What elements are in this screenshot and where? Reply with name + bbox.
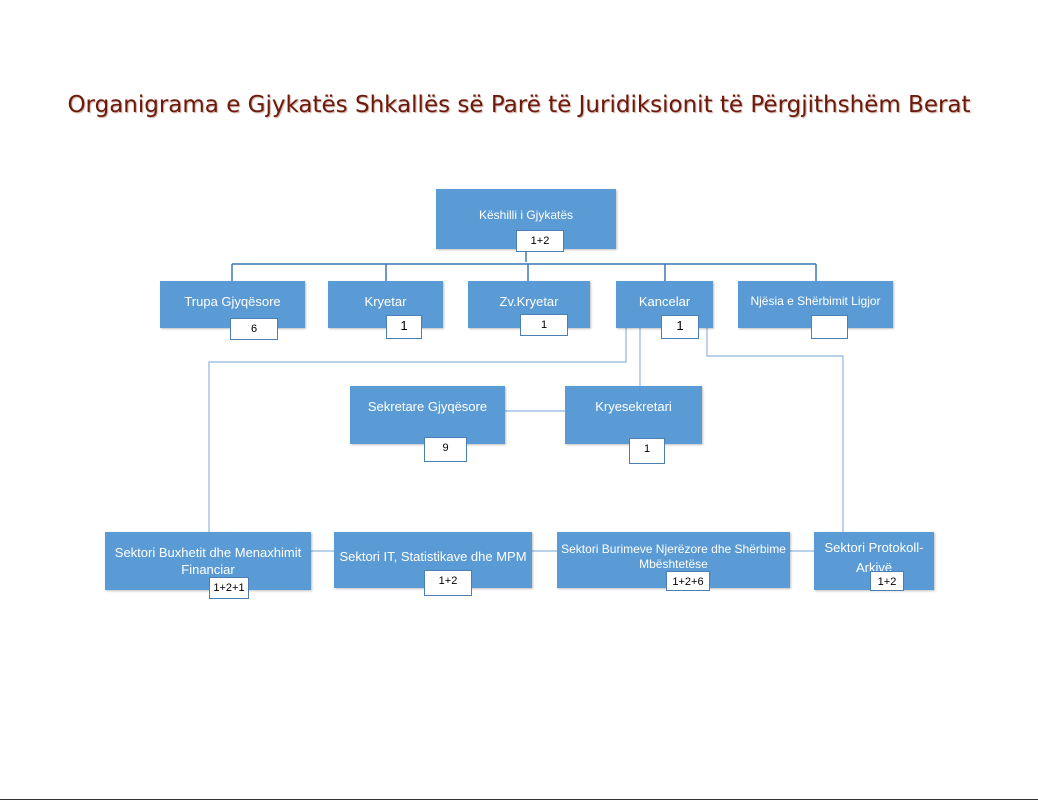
node-kryesekretari: Kryesekretari <box>565 386 702 444</box>
count-badge: 1+2+6 <box>666 571 710 591</box>
node-label: Sektori Burimeve Njerëzore dhe Shërbime … <box>561 542 786 571</box>
node-sektori-buxhetit: Sektori Buxhetit dhe Menaxhimit Financia… <box>105 532 311 590</box>
page-bottom-rule <box>0 799 1038 800</box>
node-label: Sekretare Gjyqësore <box>367 399 488 414</box>
chart-title: Organigrama e Gjykatës Shkallës së Parë … <box>67 92 971 118</box>
node-label: Trupa Gjyqësore <box>184 294 281 309</box>
count-badge: 1+2+1 <box>209 577 249 599</box>
node-label: Këshilli i Gjykatës <box>478 208 574 222</box>
node-label: Kryesekretari <box>595 399 672 414</box>
node-label: Sektori Buxhetit dhe Menaxhimit Financia… <box>114 545 302 577</box>
node-label: Zv.Kryetar <box>499 294 559 309</box>
node-label: Sektori IT, Statistikave dhe MPM <box>339 549 527 564</box>
count-badge: 1+2 <box>870 571 904 591</box>
count-badge: 1 <box>520 314 568 336</box>
count-badge: 1 <box>629 438 665 464</box>
count-badge: 1 <box>386 315 422 339</box>
node-sekretare-gjyqesore: Sekretare Gjyqësore <box>350 386 505 444</box>
count-badge: 1+2 <box>424 570 472 596</box>
count-badge: 9 <box>424 437 467 462</box>
count-badge <box>811 315 848 339</box>
node-label: Kancelar <box>638 294 691 309</box>
count-badge: 6 <box>230 318 278 340</box>
node-kryetar: Kryetar <box>328 281 443 328</box>
node-label: Njësia e Shërbimit Ligjor <box>750 294 881 308</box>
count-badge: 1 <box>661 315 699 339</box>
count-badge: 1+2 <box>516 230 564 252</box>
node-label: Kryetar <box>364 294 407 309</box>
